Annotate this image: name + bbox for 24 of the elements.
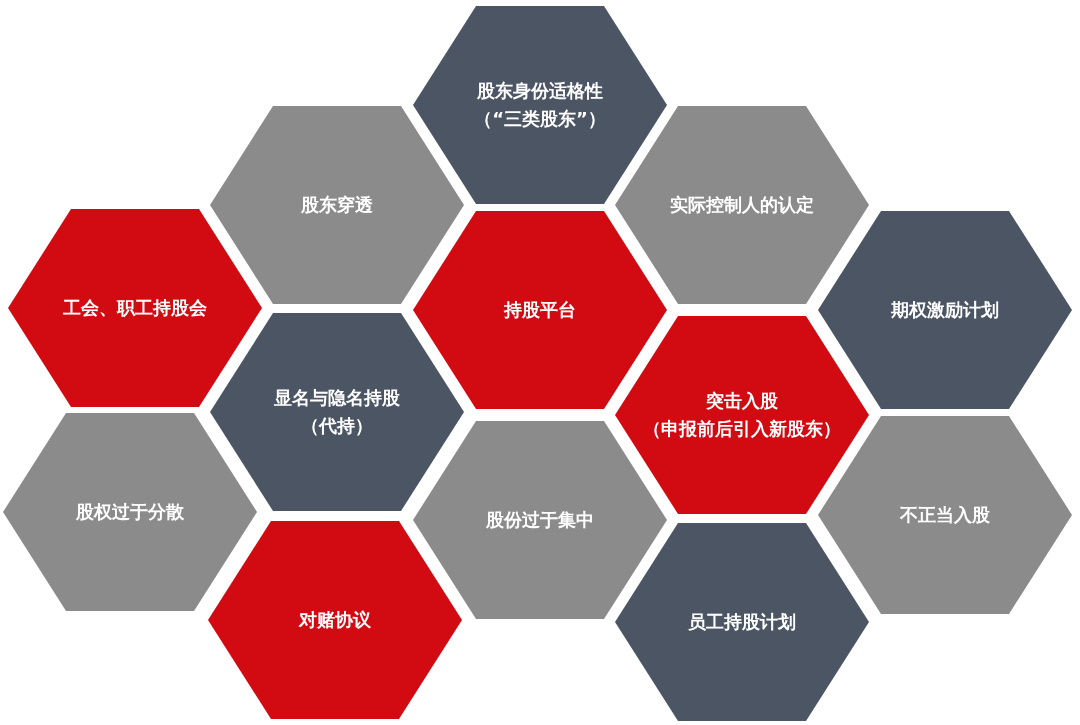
- hexagon: [614, 105, 870, 305]
- hexagon: [614, 315, 870, 515]
- hexagon-label: 员工持股计划: [687, 610, 797, 634]
- hexagon-label: 不正当入股: [899, 503, 991, 527]
- hexagon-label: 工会、职工持股会: [62, 296, 208, 320]
- hexagon: [817, 210, 1073, 410]
- hexagon-label: 期权激励计划: [890, 298, 1000, 322]
- hexagon-label: 显名与隐名持股（代持）: [273, 386, 401, 438]
- hexagon: [7, 208, 263, 408]
- hexagon: [207, 520, 463, 720]
- hexagon: [412, 210, 668, 410]
- hexagon: [412, 5, 668, 205]
- hexagon: [209, 312, 465, 512]
- hexagon-label: 持股平台: [503, 298, 577, 322]
- hexagon: [2, 412, 258, 612]
- hexagon-label: 股权过于分散: [75, 500, 185, 524]
- hexagon-label: 对赌协议: [297, 608, 372, 632]
- hexagon: [614, 522, 870, 722]
- hexagon-label: 股东身份适格性（“三类股东”）: [473, 79, 607, 131]
- hexagon-label: 突击入股（申报前后引入新股东）: [642, 389, 842, 441]
- hexagon: [209, 105, 465, 305]
- hexagon-label: 实际控制人的认定: [669, 193, 815, 217]
- hexagon-label: 股东穿透: [300, 193, 374, 217]
- hexagon-label: 股份过于集中: [485, 508, 595, 532]
